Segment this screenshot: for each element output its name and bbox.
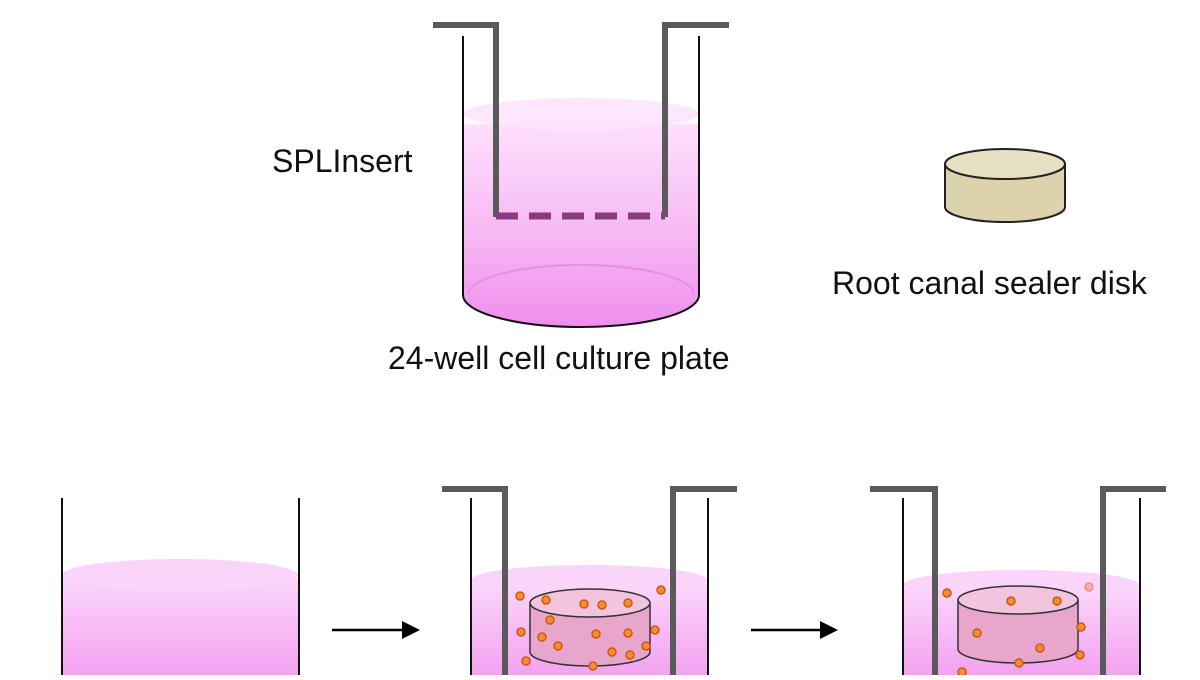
sealer-disk-body bbox=[944, 163, 1066, 223]
particle bbox=[1006, 596, 1016, 606]
bottom-disk-3-top bbox=[957, 585, 1079, 615]
faded-particle bbox=[1084, 582, 1094, 592]
particle bbox=[521, 656, 531, 666]
released-particles-3 bbox=[942, 588, 1086, 677]
particle bbox=[588, 661, 598, 671]
bottom-well-3-meniscus bbox=[903, 570, 1139, 600]
sealer-disk-top bbox=[944, 148, 1066, 180]
right-arrow-icon bbox=[751, 621, 838, 639]
particle bbox=[623, 598, 633, 608]
particle bbox=[972, 628, 982, 638]
particle bbox=[656, 585, 666, 595]
particle bbox=[516, 627, 526, 637]
particle bbox=[957, 667, 967, 677]
particle bbox=[650, 625, 660, 635]
particle bbox=[537, 632, 547, 642]
top-insert-frame bbox=[433, 22, 729, 217]
insert-label: SPLInsert bbox=[272, 143, 413, 179]
plate-label: 24-well cell culture plate bbox=[388, 340, 730, 376]
particle bbox=[625, 650, 635, 660]
bottom-insert-3-frame bbox=[870, 486, 1166, 675]
bottom-well-2 bbox=[442, 486, 737, 675]
particle bbox=[591, 629, 601, 639]
bottom-insert-2-frame bbox=[442, 486, 737, 675]
particle bbox=[641, 641, 651, 651]
top-well-medium bbox=[463, 124, 699, 327]
bottom-well-1-meniscus bbox=[62, 559, 298, 591]
sealer-disk-label: Root canal sealer disk bbox=[832, 265, 1147, 301]
particle bbox=[1014, 658, 1024, 668]
bottom-well-1-medium bbox=[62, 578, 299, 675]
particle bbox=[515, 591, 525, 601]
particle bbox=[1052, 596, 1062, 606]
top-well-bottom bbox=[462, 294, 700, 328]
particle bbox=[942, 588, 952, 598]
particle bbox=[607, 647, 617, 657]
bottom-well-3 bbox=[870, 486, 1166, 677]
sealer-disk bbox=[944, 148, 1066, 223]
particle bbox=[1076, 622, 1086, 632]
released-particles-2 bbox=[515, 585, 666, 671]
bottom-disk-2-top bbox=[529, 588, 651, 618]
bottom-well-1 bbox=[61, 498, 300, 675]
particle bbox=[1035, 643, 1045, 653]
top-well-with-insert bbox=[433, 22, 729, 328]
particle bbox=[553, 641, 563, 651]
particle bbox=[1075, 650, 1085, 660]
particle bbox=[623, 628, 633, 638]
particle bbox=[541, 595, 551, 605]
right-arrow-icon bbox=[332, 621, 420, 639]
particle bbox=[597, 600, 607, 610]
particle bbox=[579, 599, 589, 609]
particle bbox=[545, 615, 555, 625]
top-well-bottom-arc bbox=[467, 264, 695, 296]
bottom-well-2-meniscus bbox=[471, 565, 707, 595]
top-well-meniscus bbox=[463, 98, 699, 130]
